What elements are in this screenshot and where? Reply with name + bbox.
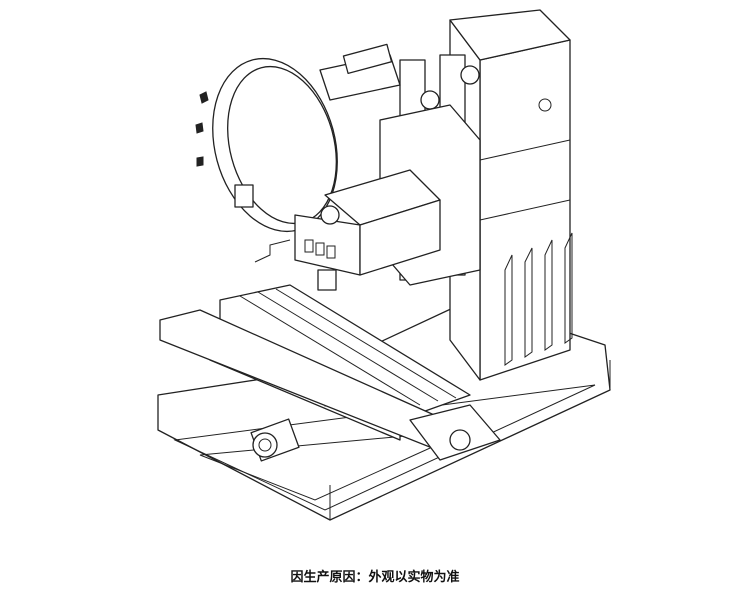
- magazine-bracket: [254, 239, 291, 263]
- figure-caption: 因生产原因：外观以实物为准: [290, 570, 460, 585]
- machine-line-drawing: [157, 9, 611, 521]
- y-axis-motor: [250, 418, 300, 462]
- saddle: [159, 309, 501, 461]
- column-ribs: [504, 232, 573, 366]
- spindle-head: [294, 104, 481, 291]
- tool-magazine: [195, 43, 401, 233]
